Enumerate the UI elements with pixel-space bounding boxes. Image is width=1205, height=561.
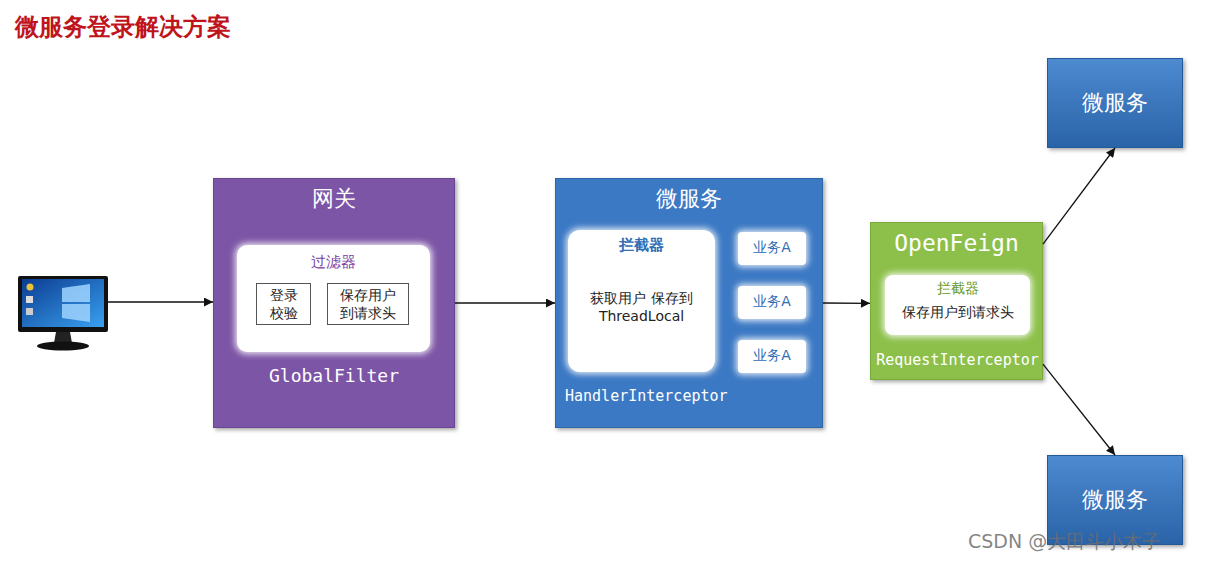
node-heading: 微服务 — [1048, 89, 1182, 117]
node-heading: 网关 — [214, 185, 454, 213]
monitor-base — [37, 342, 89, 351]
monitor-stand — [54, 332, 72, 343]
monitor-screen — [22, 279, 104, 327]
desktop-icon — [27, 284, 34, 291]
desktop-icon — [26, 296, 33, 303]
gateway-box: 网关 GlobalFilter 过滤器登录 校验保存用户 到请求头 — [213, 178, 455, 428]
node-heading: 保存用户 到请求头 — [337, 287, 399, 322]
computer-icon — [18, 276, 108, 351]
business-box: 业务A — [738, 286, 806, 319]
node-heading: 拦截器 — [885, 280, 1030, 298]
node-heading: 微服务 — [556, 185, 822, 213]
service-box: 微服务 — [1047, 58, 1183, 148]
business-box: 业务A — [738, 340, 806, 373]
filter-box: 过滤器登录 校验保存用户 到请求头 — [237, 245, 430, 352]
filter-step-box: 保存用户 到请求头 — [327, 283, 409, 325]
node-body: 获取用户 保存到ThreadLocal — [571, 290, 712, 325]
business-box: 业务A — [738, 232, 806, 265]
flow-arrow — [1043, 148, 1115, 244]
interceptor-box: 拦截器获取用户 保存到ThreadLocal — [568, 230, 715, 372]
service-box: 微服务 HandlerInterceptor 拦截器获取用户 保存到ThreadLo… — [555, 178, 823, 428]
monitor-frame — [18, 276, 108, 332]
desktop-icon — [26, 308, 33, 315]
node-heading: 拦截器 — [568, 236, 715, 255]
node-body: RequestInterceptor — [867, 351, 1048, 370]
node-heading: 业务A — [738, 347, 806, 365]
openfeign-box: OpenFeignRequestInterceptor拦截器保存用户到请求头 — [870, 222, 1043, 380]
node-heading: 微服务 — [1048, 486, 1182, 514]
node-body: 保存用户到请求头 — [885, 304, 1030, 322]
diagram-title: 微服务登录解决方案 — [15, 11, 231, 43]
windows-logo — [62, 284, 90, 322]
node-heading: 登录 校验 — [265, 287, 303, 322]
flow-arrow — [823, 302, 870, 304]
feign-interceptor-box: 拦截器保存用户到请求头 — [885, 275, 1030, 335]
watermark: CSDN @大田斗小木子 — [968, 529, 1161, 555]
flow-arrow — [455, 302, 555, 303]
node-heading: OpenFeign — [871, 229, 1042, 258]
node-heading: 业务A — [738, 239, 806, 257]
node-body: HandlerInterceptor — [565, 387, 815, 406]
request-arrow — [108, 301, 213, 302]
node-heading: 业务A — [738, 293, 806, 311]
filter-step-box: 登录 校验 — [256, 283, 311, 325]
node-body: GlobalFilter — [214, 365, 454, 388]
node-heading: 过滤器 — [237, 253, 430, 272]
flow-arrow — [1043, 364, 1115, 455]
